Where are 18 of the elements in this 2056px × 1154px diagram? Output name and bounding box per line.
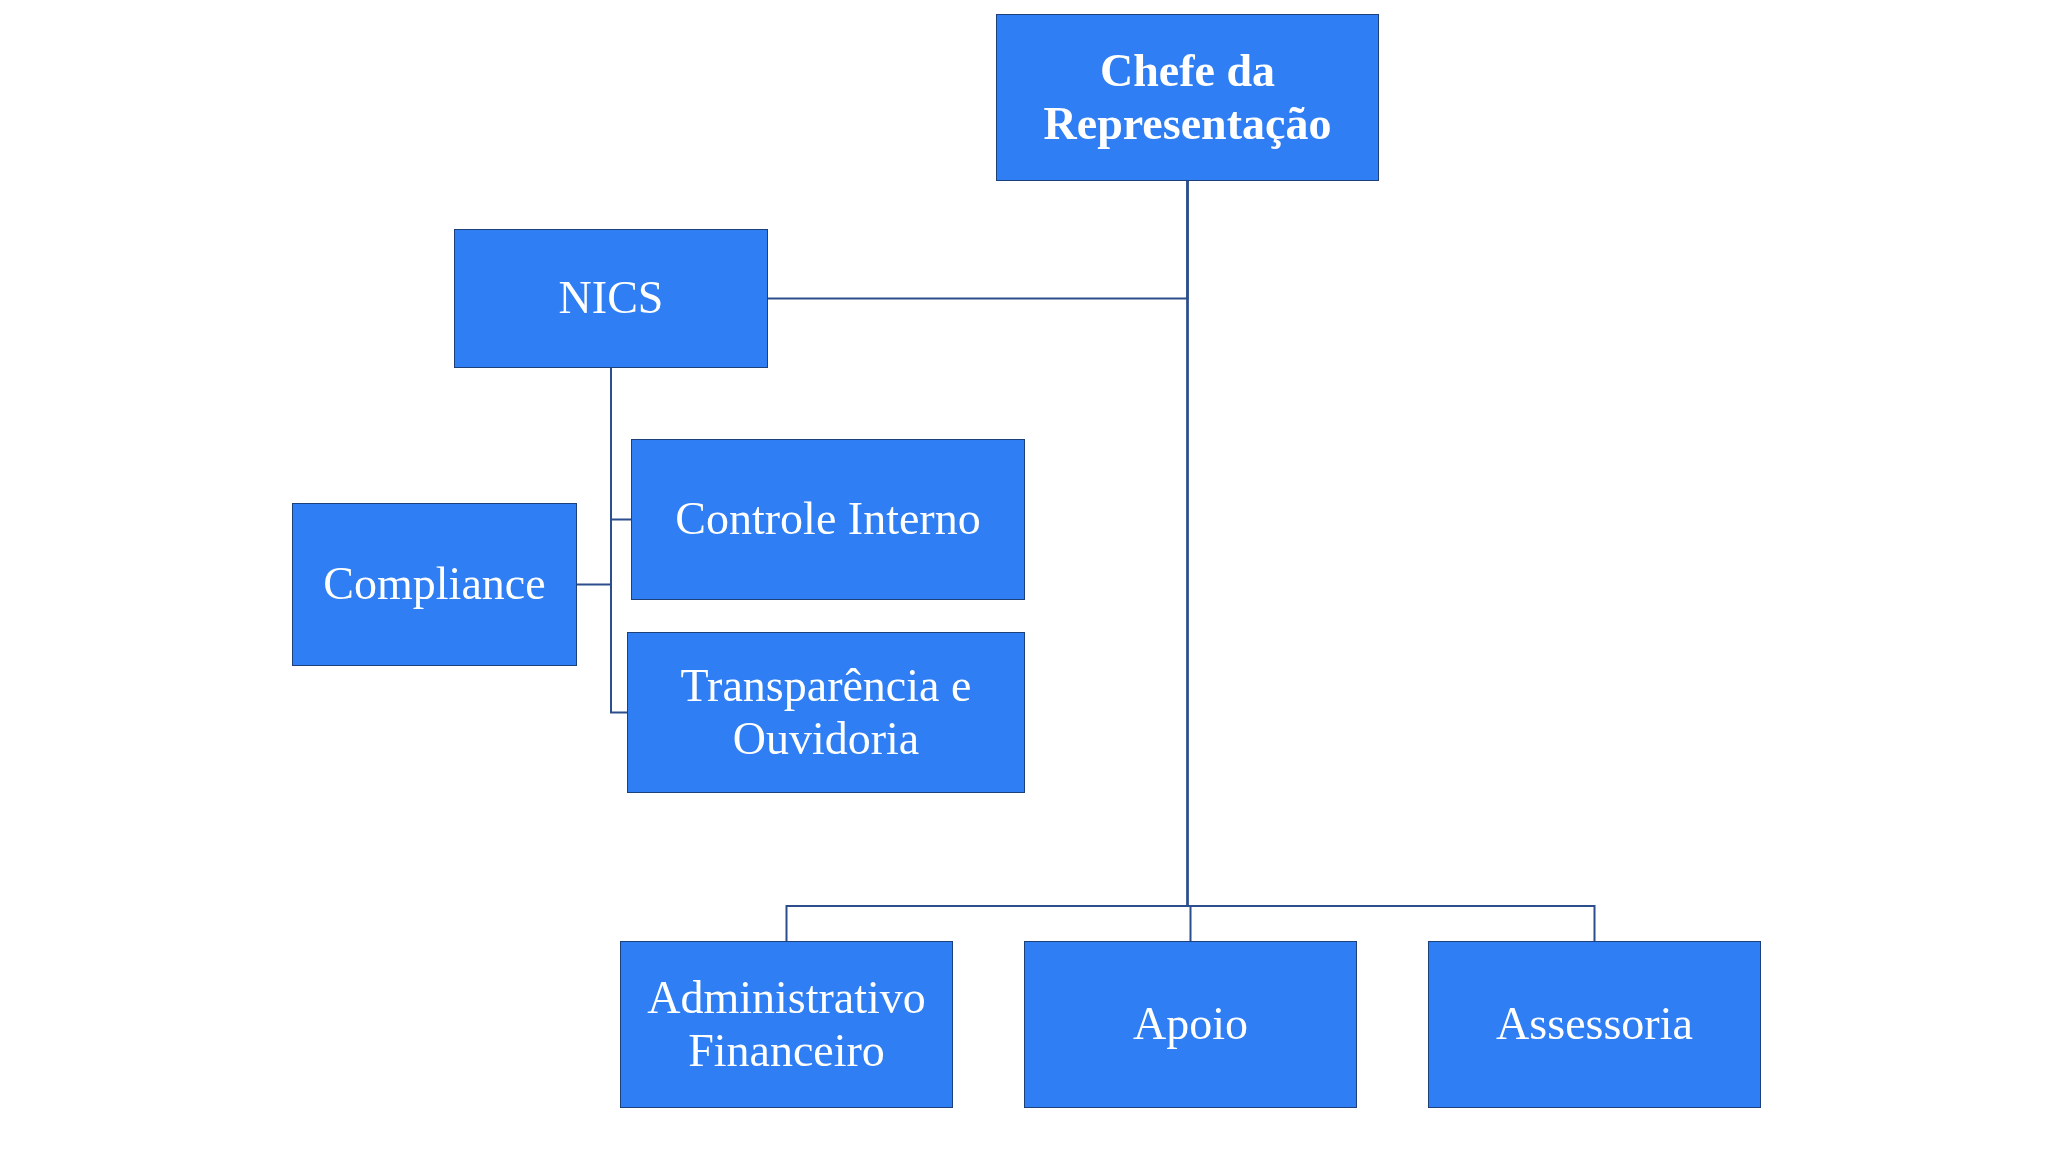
org-unit-box [620, 941, 953, 1108]
unit-name: Compliance [322, 558, 547, 611]
org-unit-box [627, 632, 1025, 793]
org-unit-box [631, 439, 1025, 600]
connector-line [1186, 180, 1596, 942]
org-unit-box [1024, 941, 1357, 1108]
unit-name: Administrativo Financeiro [646, 971, 927, 1078]
unit-name: Apoio [1132, 998, 1249, 1051]
org-unit-box [996, 14, 1379, 181]
org-unit-box [1428, 941, 1761, 1108]
unit-name: Assessoria [1495, 998, 1694, 1051]
unit-name: NICS [557, 272, 665, 325]
unit-name: Chefe da Representação [1042, 44, 1333, 151]
unit-name: Transparência e Ouvidoria [679, 659, 973, 766]
org-unit-box [292, 503, 577, 666]
org-unit-box [454, 229, 768, 368]
unit-name: Controle Interno [674, 493, 982, 546]
connector-line [610, 367, 628, 714]
